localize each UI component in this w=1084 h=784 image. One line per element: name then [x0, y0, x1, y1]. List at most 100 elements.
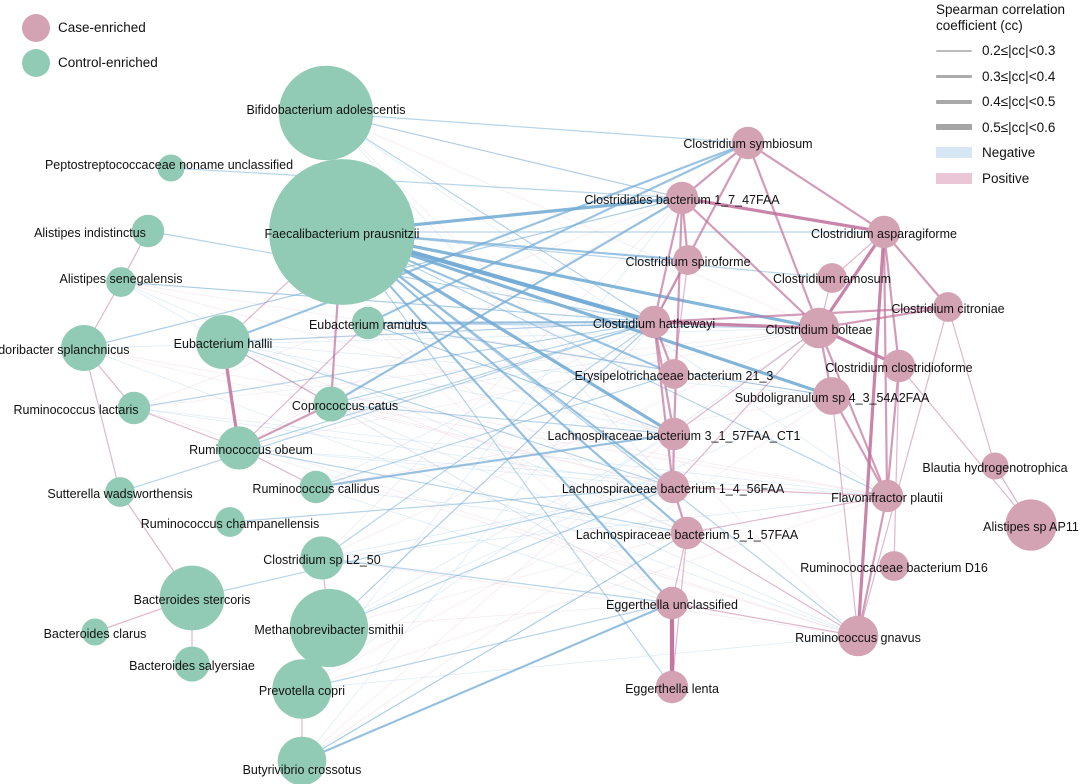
node-clo_hat[interactable]: Clostridium hathewayi: [593, 305, 715, 339]
correlation-legend-title-line1: Spearman correlation: [936, 2, 1066, 17]
node-clo_asp[interactable]: Clostridium asparagiforme: [811, 215, 957, 249]
legend-positive: Positive: [936, 166, 1081, 192]
edge-eub_ram-lac_315: [367, 322, 675, 435]
edge-eub_ram-rum_obe: [238, 322, 369, 449]
edge-rum_cal-lac_315: [314, 432, 676, 489]
edge-rum_obe-lac_515: [238, 447, 688, 534]
node-label-bac_ste: Bacteroides stercoris: [134, 593, 251, 607]
node-bif_ado[interactable]: Bifidobacterium adolescentis: [246, 65, 406, 161]
legend-bin-3-label: 0.4≤|cc|<0.5: [982, 94, 1056, 110]
background-edge: [330, 403, 674, 488]
node-rum_d16[interactable]: Ruminococcaceae bacterium D16: [800, 551, 988, 581]
edge-clo_clo-rum_d16: [893, 365, 900, 567]
node-sut[interactable]: Sutterella wadsworthensis: [47, 477, 193, 507]
edge-bif_ado-clo_147: [325, 112, 683, 199]
node-label-sut: Sutterella wadsworthensis: [47, 487, 192, 501]
node-cop[interactable]: Coprococcus catus: [292, 386, 398, 422]
node-circle-ery: [659, 359, 689, 389]
node-clo_cit[interactable]: Clostridium citroniae: [891, 292, 1005, 322]
node-bla[interactable]: Blautia hydrogenotrophica: [922, 452, 1068, 480]
node-egg_unc[interactable]: Eggerthella unclassified: [606, 586, 738, 620]
edge-clo_hat-clo_bol: [652, 320, 821, 330]
node-fae[interactable]: Faecalibacterium prausnitzii: [265, 159, 420, 305]
node-circle-rum_cal: [299, 470, 333, 504]
node-ali_ind[interactable]: Alistipes indistinctus: [34, 214, 165, 248]
correlation-legend-title-line2: coefficient (cc): [936, 18, 1023, 33]
edge-bif_ado-clo_sym: [325, 112, 749, 144]
legend-bin-1-label: 0.2≤|cc|<0.3: [982, 43, 1056, 59]
node-circle-rum_lac: [117, 391, 151, 425]
node-clo_sym[interactable]: Clostridium symbiosum: [683, 126, 813, 160]
edge-bac_ste-lac_145: [191, 486, 674, 599]
node-ali_ap[interactable]: Alistipes sp AP11: [983, 499, 1079, 551]
node-clo_ram[interactable]: Clostridium ramosum: [773, 263, 891, 293]
node-label-rum_gna: Ruminococcus gnavus: [795, 631, 921, 645]
node-rum_gna[interactable]: Ruminococcus gnavus: [795, 615, 921, 657]
edge-fla-rum_gna: [856, 494, 889, 638]
node-rum_lac[interactable]: Ruminococcus lactaris: [13, 391, 151, 425]
legend-bin-4: 0.5≤|cc|<0.6: [936, 115, 1081, 141]
edge-clo_147-clo_hat: [652, 196, 684, 324]
node-clo_l2[interactable]: Clostridium sp L2_50: [263, 536, 381, 580]
node-fla[interactable]: Flavonifractor plautii: [831, 479, 943, 513]
node-rum_cal[interactable]: Ruminococcus callidus: [252, 470, 380, 504]
edge-clo_bol-fla: [817, 326, 889, 498]
legend-bin-1: 0.2≤|cc|<0.3: [936, 38, 1081, 64]
node-circle-rum_cha: [215, 507, 245, 537]
node-eub_ram[interactable]: Eubacterium ramulus: [309, 306, 427, 340]
node-bac_ste[interactable]: Bacteroides stercoris: [134, 565, 251, 631]
node-lac_315[interactable]: Lachnospiraceae bacterium 3_1_57FAA_CT1: [548, 417, 801, 451]
node-label-bac_sal: Bacteroides salyersiae: [129, 659, 255, 673]
background-edge: [301, 635, 859, 690]
node-label-ali_ap: Alistipes sp AP11: [983, 520, 1079, 534]
node-clo_147[interactable]: Clostridiales bacterium 1_7_47FAA: [584, 181, 780, 215]
node-bac_cla[interactable]: Bacteroides clarus: [44, 618, 147, 646]
node-circle-cop: [313, 386, 349, 422]
edge-clo_sym-clo_hat: [652, 141, 750, 324]
node-odo[interactable]: Odoribacter splanchnicus: [0, 325, 130, 371]
edge-odo-sut: [83, 347, 121, 493]
node-egg_len[interactable]: Eggerthella lenta: [625, 670, 719, 704]
node-clo_bol[interactable]: Clostridium bolteae: [766, 307, 873, 349]
node-but[interactable]: Butyrivibrio crossotus: [243, 736, 362, 784]
legend-bin-1-line: [936, 50, 972, 52]
node-circle-fae: [269, 159, 415, 305]
node-circle-bif_ado: [278, 65, 374, 161]
node-rum_cha[interactable]: Ruminococcus champanellensis: [141, 507, 320, 537]
node-pre[interactable]: Prevotella copri: [259, 659, 345, 719]
background-edge: [325, 112, 888, 497]
edge-clo_l2-clo_hat: [321, 321, 655, 559]
node-circle-clo_clo: [882, 349, 916, 383]
node-ali_sen[interactable]: Alistipes senegalensis: [60, 267, 183, 297]
node-lac_145[interactable]: Lachnospiraceae bacterium 1_4_56FAA: [562, 470, 785, 504]
edge-clo_asp-clo_clo: [882, 230, 901, 368]
node-pep[interactable]: Peptostreptococcaceae noname unclassifie…: [45, 154, 293, 182]
edge-sub-fla: [830, 394, 889, 498]
legend-bin-4-line: [936, 124, 972, 131]
background-edge: [238, 447, 674, 488]
node-met[interactable]: Methanobrevibacter smithii: [254, 588, 404, 668]
node-clo_spi[interactable]: Clostridium spiroforme: [625, 245, 751, 275]
background-edge: [315, 486, 673, 604]
node-label-rum_cha: Ruminococcus champanellensis: [141, 517, 320, 531]
edge-clo_cit-rum_gna: [857, 306, 949, 637]
node-circle-eub_hal: [196, 315, 250, 369]
node-eub_hal[interactable]: Eubacterium hallii: [174, 315, 273, 369]
node-label-pep: Peptostreptococcaceae noname unclassifie…: [45, 158, 293, 172]
node-label-ery: Erysipelotrichaceae bacterium 21_3: [575, 369, 774, 383]
edge-lac_315-clo_bol: [673, 327, 820, 435]
node-lac_515[interactable]: Lachnospiraceae bacterium 5_1_57FAA: [576, 516, 799, 550]
node-bac_sal[interactable]: Bacteroides salyersiae: [129, 646, 255, 682]
node-rum_obe[interactable]: Ruminococcus obeum: [189, 426, 313, 470]
edge-cop-clo_147: [329, 196, 684, 406]
node-ery[interactable]: Erysipelotrichaceae bacterium 21_3: [575, 359, 774, 389]
node-sub[interactable]: Subdoligranulum sp 4_3_54A2FAA: [735, 377, 930, 415]
node-label-egg_len: Eggerthella lenta: [625, 682, 719, 696]
node-label-egg_unc: Eggerthella unclassified: [606, 598, 738, 612]
node-clo_clo[interactable]: Clostridium clostridioforme: [825, 349, 973, 383]
edge-cop-clo_hat: [330, 321, 655, 405]
node-label-fae: Faecalibacterium prausnitzii: [265, 227, 420, 241]
edge-clo_sym-clo_bol: [746, 141, 821, 330]
negative-swatch: [936, 147, 972, 159]
